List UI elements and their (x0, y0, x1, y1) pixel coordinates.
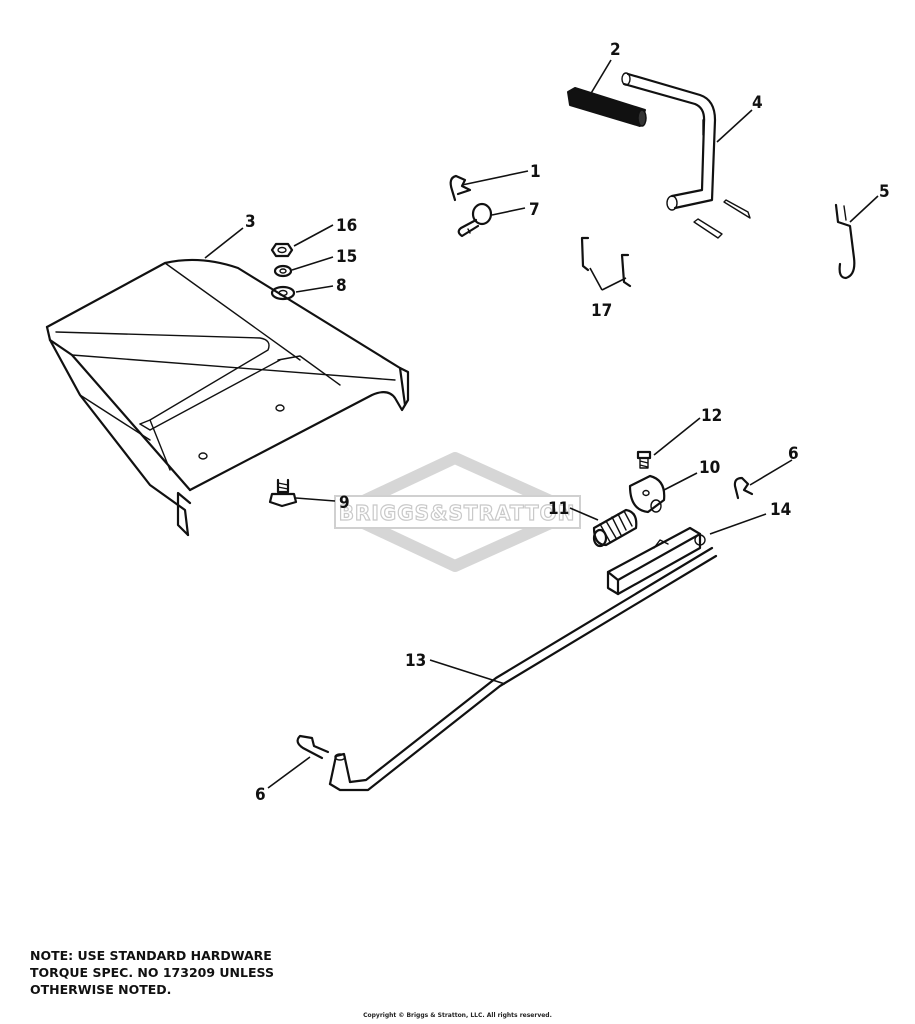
note-line-2: TORQUE SPEC. NO 173209 UNLESS (30, 965, 274, 980)
callout-16: 16 (336, 216, 357, 236)
part-6-hairpin-clip-upper (733, 476, 754, 500)
note-line-3: OTHERWISE NOTED. (30, 982, 172, 997)
callout-numbers: 2 4 1 7 5 3 16 15 8 17 9 12 10 6 11 14 1… (245, 40, 890, 805)
callout-6-lower: 6 (255, 785, 266, 805)
callout-9: 9 (339, 493, 350, 513)
callout-3: 3 (245, 212, 256, 232)
callout-7: 7 (529, 200, 540, 220)
part-4-lever (621, 72, 717, 211)
callout-8: 8 (336, 276, 347, 296)
hardware-note: NOTE: USE STANDARD HARDWARE TORQUE SPEC.… (30, 947, 274, 998)
part-16-nut (270, 242, 294, 258)
note-line-1: NOTE: USE STANDARD HARDWARE (30, 948, 272, 963)
callout-13: 13 (405, 651, 426, 671)
part-9-screw (268, 478, 298, 508)
callout-15: 15 (336, 247, 357, 267)
callout-14: 14 (770, 500, 791, 520)
cotter-pins (693, 199, 751, 239)
callout-6-upper: 6 (788, 444, 799, 464)
callout-1: 1 (530, 162, 541, 182)
part-8-washer (270, 285, 296, 301)
part-1-hairpin-clip (449, 174, 472, 202)
callout-17: 17 (591, 301, 612, 321)
part-7-clevis-pin (457, 202, 493, 238)
part-17-clips (580, 236, 632, 288)
copyright-notice: Copyright © Briggs & Stratton, LLC. All … (363, 1012, 552, 1019)
part-11-spring (592, 508, 638, 548)
part-13-rod (328, 546, 718, 792)
part-6-hairpin-clip-lower (296, 734, 330, 760)
callout-5: 5 (879, 182, 890, 202)
callout-4: 4 (752, 93, 763, 113)
watermark-text: BRIGGS&STRATTON (339, 501, 576, 525)
callout-11: 11 (548, 499, 569, 519)
callout-10: 10 (699, 458, 720, 478)
part-5-hook (834, 203, 856, 280)
callout-2: 2 (610, 40, 621, 60)
leader-lines (204, 59, 879, 789)
part-10-collar (628, 474, 666, 514)
part-15-lock-washer (273, 264, 293, 278)
part-2-handle-grip (567, 87, 647, 127)
part-14-bracket (606, 526, 706, 596)
part-12-set-screw (636, 450, 652, 469)
briggs-stratton-watermark: BRIGGS&STRATTON (334, 452, 581, 572)
callout-12: 12 (701, 406, 722, 426)
part-3-cover (45, 258, 410, 537)
